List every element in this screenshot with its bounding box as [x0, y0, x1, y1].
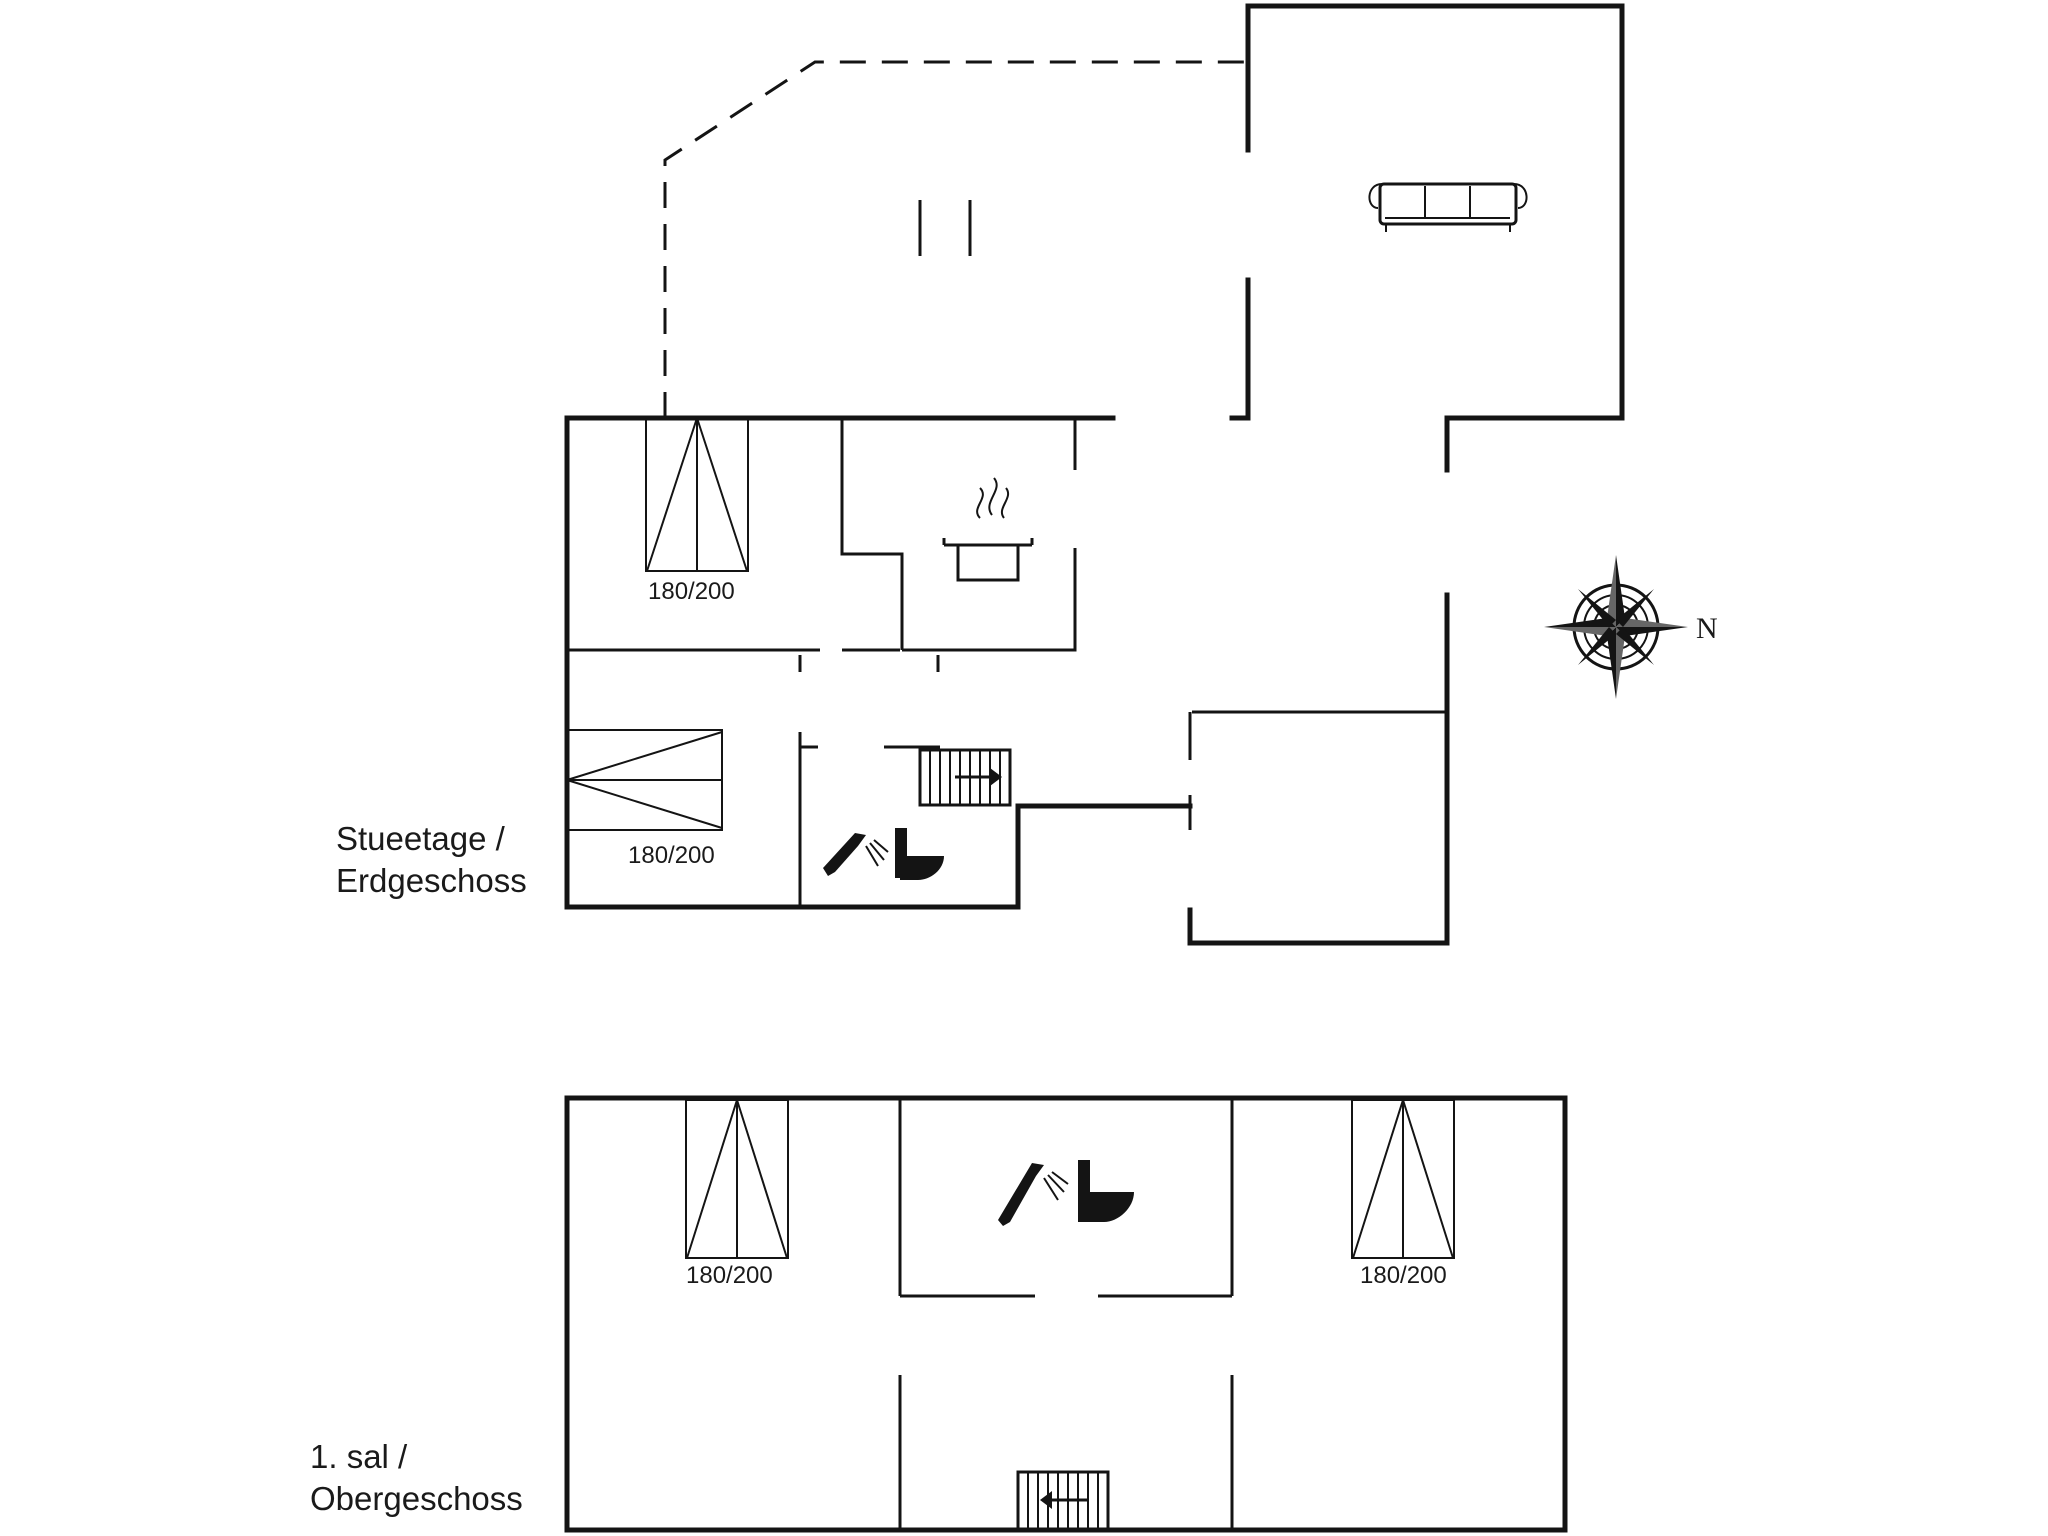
ground-floor-label: Stueetage / Erdgeschoss: [336, 818, 527, 902]
staircase-icon: [918, 748, 1012, 807]
compass-north-label: N: [1696, 612, 1718, 645]
bed-size-label: 180/200: [628, 842, 715, 869]
bed-upper-left: [685, 1099, 789, 1259]
bed-ground-2: [566, 729, 723, 831]
bed-size-label: 180/200: [648, 578, 735, 605]
staircase-icon-upper: [1016, 1470, 1110, 1532]
compass-rose-icon: [1544, 555, 1688, 699]
bed-size-label: 180/200: [686, 1262, 773, 1289]
bed-ground-1: [645, 417, 749, 572]
upper-floor-label-line1: 1. sal /: [310, 1438, 408, 1475]
toilet-icon: [895, 828, 944, 880]
ground-floor-label-line2: Erdgeschoss: [336, 862, 527, 899]
cooking-pot-icon: [942, 477, 1034, 582]
bed-upper-right: [1351, 1099, 1455, 1259]
upper-floor-label-line2: Obergeschoss: [310, 1480, 523, 1517]
upper-floor-label: 1. sal / Obergeschoss: [310, 1436, 523, 1520]
bed-size-label: 180/200: [1360, 1262, 1447, 1289]
ground-floor-walls: [564, 3, 1625, 946]
toilet-icon-upper: [1078, 1160, 1134, 1222]
shower-icon: [823, 833, 889, 876]
sofa-icon: [1368, 182, 1528, 232]
ground-floor-label-line1: Stueetage /: [336, 820, 505, 857]
shower-icon-upper: [998, 1163, 1069, 1226]
